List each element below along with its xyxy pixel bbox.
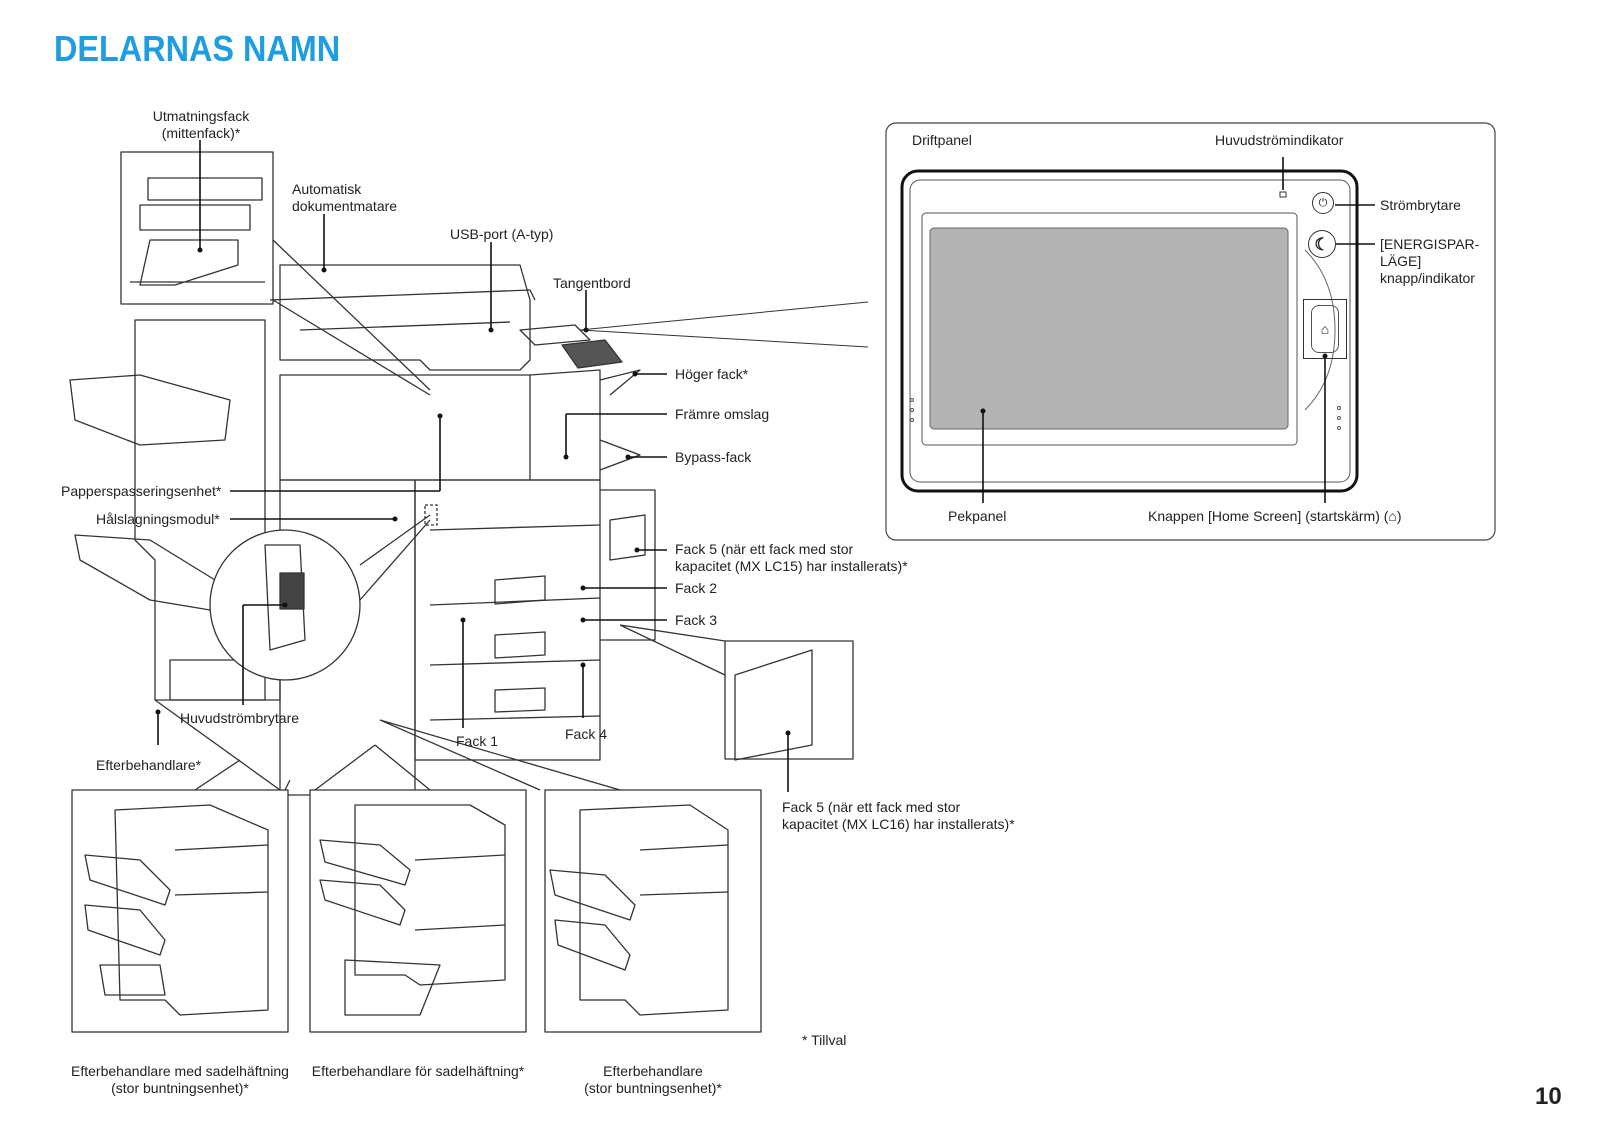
label-tray5-lc15: Fack 5 (när ett fack med stor kapacitet …	[675, 541, 908, 574]
label-tray1: Fack 1	[456, 733, 499, 749]
label-punch-module: Hålslagningsmodul*	[96, 511, 220, 527]
label-document-feeder: Automatisk dokumentmatare	[292, 181, 398, 214]
label-main-power-switch: Huvudströmbrytare	[180, 710, 300, 726]
label-front-cover: Främre omslag	[675, 406, 770, 422]
finisher-saddle-box	[309, 789, 527, 1033]
label-bypass-tray: Bypass-fack	[675, 449, 752, 465]
power-icon: ⏻	[1318, 196, 1328, 209]
finisher-drawing-3	[549, 804, 729, 1016]
caption-finisher-large: Efterbehandlare (stor buntningsenhet)*	[584, 1063, 722, 1096]
finisher-drawing-2	[319, 804, 506, 1016]
home-button[interactable]: ⌂	[1303, 299, 1347, 359]
page-title: DELARNAS NAMN	[54, 28, 341, 69]
moon-icon: ☾	[1314, 234, 1330, 254]
label-tray2: Fack 2	[675, 580, 718, 596]
label-keyboard: Tangentbord	[553, 275, 631, 291]
label-operation-panel: Driftpanel	[912, 132, 972, 148]
label-finisher: Efterbehandlare*	[96, 757, 202, 773]
label-usb-port: USB-port (A-typ)	[450, 226, 554, 242]
label-touch-panel: Pekpanel	[948, 508, 1007, 524]
operation-panel-drawing	[885, 122, 1496, 541]
label-energy-save: [ENERGISPAR- LÄGE] knapp/indikator	[1380, 236, 1480, 286]
tray5-lc16-inset	[724, 640, 854, 760]
finisher-drawing-1	[84, 804, 269, 1016]
caption-finisher-saddle-large: Efterbehandlare med sadelhäftning (stor …	[71, 1063, 289, 1096]
touch-screen	[929, 227, 1289, 430]
caption-finisher-saddle: Efterbehandlare för sadelhäftning*	[311, 1063, 525, 1079]
power-button[interactable]: ⏻	[1312, 192, 1334, 214]
label-paper-pass-unit: Papperspasseringsenhet*	[61, 483, 222, 499]
home-icon: ⌂	[1320, 321, 1330, 337]
energy-save-button[interactable]: ☾	[1308, 230, 1336, 258]
label-tray3: Fack 3	[675, 612, 718, 628]
page-number: 10	[1535, 1083, 1562, 1110]
label-right-tray: Höger fack*	[675, 366, 749, 382]
finisher-saddle-large-box	[71, 789, 289, 1033]
finisher-large-box	[544, 789, 762, 1033]
footnote: * Tillval	[802, 1032, 847, 1048]
label-tray5-lc16: Fack 5 (när ett fack med stor kapacitet …	[782, 799, 1015, 832]
label-output-tray: Utmatningsfack (mittenfack)*	[152, 108, 250, 141]
label-tray4: Fack 4	[565, 726, 608, 742]
label-main-power-indicator: Huvudströmindikator	[1215, 132, 1344, 148]
label-power-switch: Strömbrytare	[1380, 197, 1461, 213]
label-home-button: Knappen [Home Screen] (startskärm) (⌂)	[1148, 508, 1402, 524]
